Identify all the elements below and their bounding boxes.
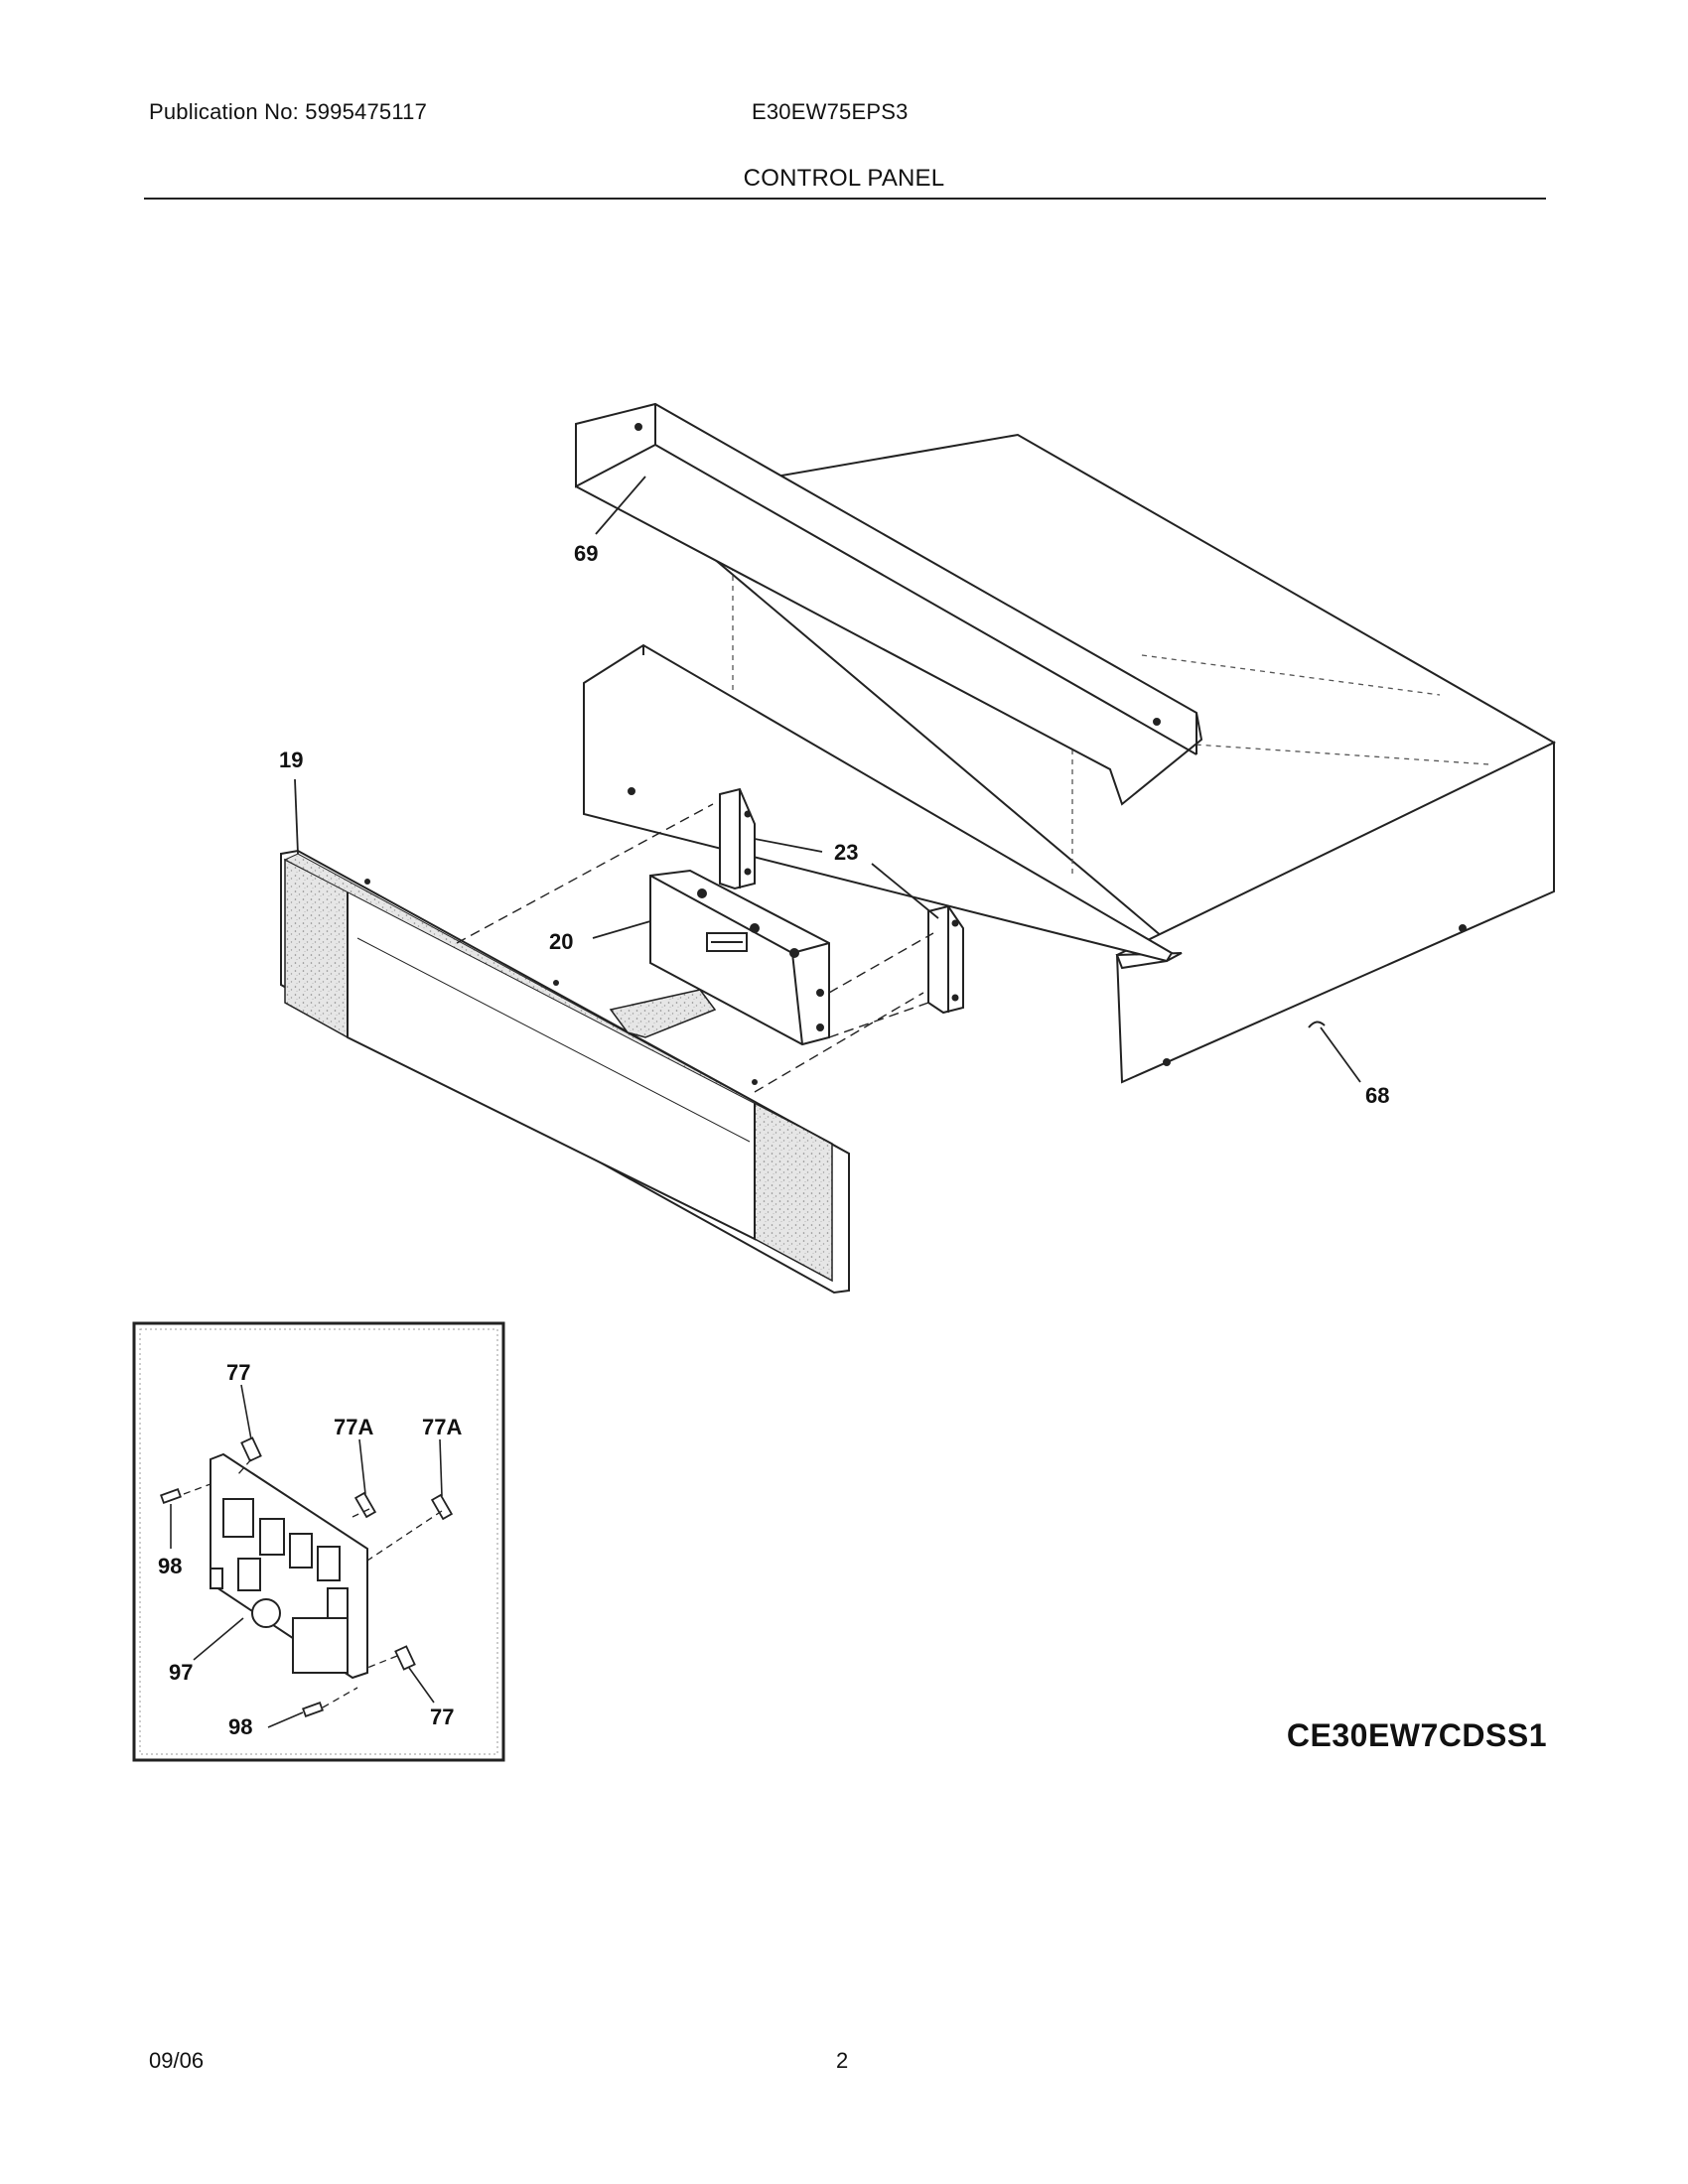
inset-callout-77-bottom: 77 bbox=[430, 1705, 454, 1729]
model-number: E30EW75EPS3 bbox=[752, 99, 909, 124]
page-number: 2 bbox=[836, 2048, 849, 2073]
section-title: CONTROL PANEL bbox=[743, 165, 945, 192]
publication-number: Publication No: 5995475117 bbox=[149, 99, 428, 124]
footer-date: 09/06 bbox=[149, 2048, 205, 2073]
assembly-lines bbox=[456, 803, 934, 1093]
inset-assembly-lines bbox=[183, 1458, 443, 1708]
part-23-bracket-lower bbox=[927, 904, 964, 1015]
part-68-rear-wall bbox=[583, 643, 1174, 963]
inset-callout-98-bottom: 98 bbox=[228, 1714, 252, 1739]
part-23-bracket-upper bbox=[719, 787, 756, 890]
header-rule bbox=[144, 198, 1546, 200]
inset-callout-97: 97 bbox=[169, 1660, 193, 1685]
inset-leader-lines bbox=[170, 1384, 443, 1728]
inset-callout-77-top: 77 bbox=[226, 1360, 250, 1385]
callout-20: 20 bbox=[549, 929, 573, 954]
inset-fasteners bbox=[160, 1436, 454, 1717]
part-69-top-bracket bbox=[575, 402, 1203, 806]
callout-19: 19 bbox=[279, 748, 303, 772]
callout-23: 23 bbox=[834, 840, 858, 865]
callout-69: 69 bbox=[574, 541, 598, 566]
inset-callout-77a-left: 77A bbox=[334, 1415, 373, 1439]
callout-68: 68 bbox=[1365, 1083, 1389, 1108]
inset-callout-98-top: 98 bbox=[158, 1554, 182, 1578]
diagram-code: CE30EW7CDSS1 bbox=[1286, 1717, 1547, 1753]
part-97-power-board bbox=[210, 1452, 368, 1680]
leader-lines bbox=[294, 476, 1361, 1083]
inset-callout-77a-right: 77A bbox=[422, 1415, 462, 1439]
ribbon-cable bbox=[609, 989, 717, 1038]
part-19-front-panel bbox=[280, 849, 850, 1295]
